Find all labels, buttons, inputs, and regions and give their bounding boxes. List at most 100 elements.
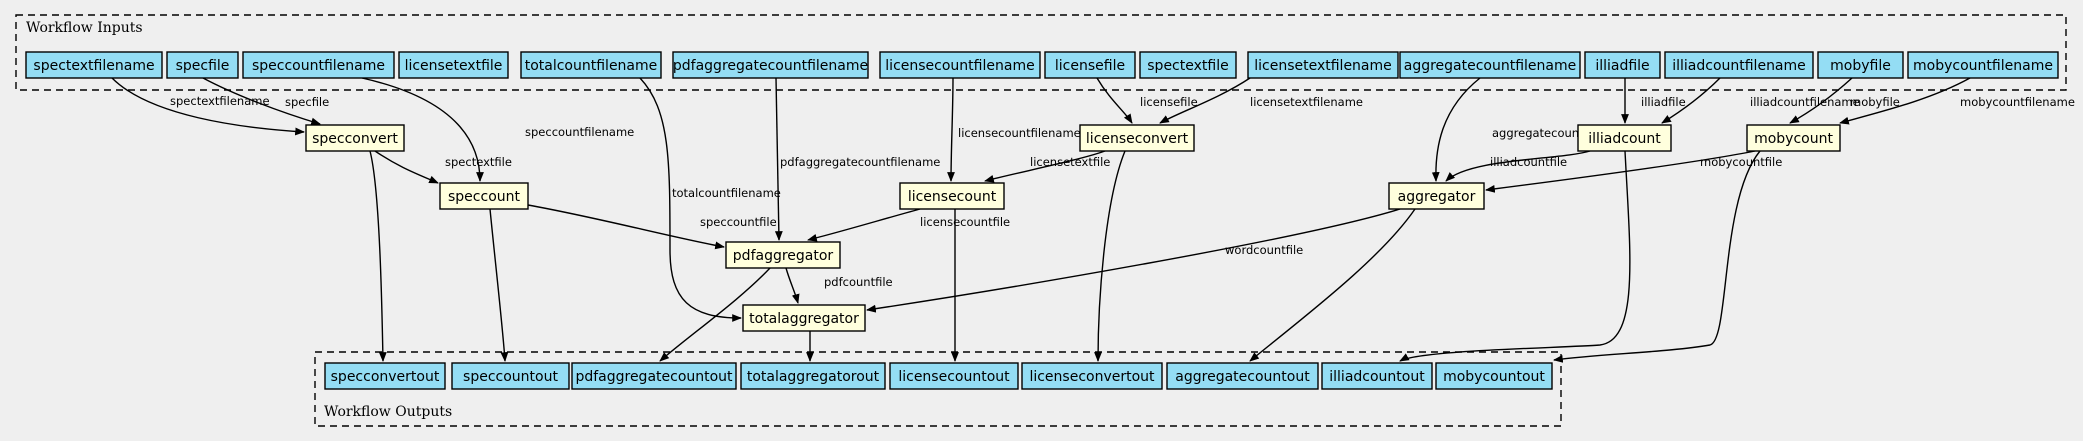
step-node-label: illiadcount — [1588, 131, 1661, 147]
edge-aggregatecountfilename-to-aggregator — [1431, 77, 1481, 182]
edge-aggregator-to-totalaggregator — [866, 208, 1401, 313]
input-node-box — [1139, 51, 1237, 79]
edge-aggregator-to-aggregatecountout — [1249, 208, 1416, 362]
output-node-label: specconvertout — [331, 369, 440, 385]
edge-mobycount-to-mobycountout — [1553, 150, 1761, 363]
edge-mobyfile-to-mobycount — [1789, 77, 1853, 124]
edge-speccount-to-pdfaggregator — [527, 204, 725, 250]
edge-illiadcountfilename-to-illiadcount — [1661, 77, 1721, 124]
input-node-box — [25, 51, 163, 79]
output-node-box — [1166, 362, 1319, 390]
output-node-speccountout: speccountout — [451, 362, 570, 390]
input-node-licensecountfilename: licensecountfilename — [879, 51, 1041, 79]
input-node-box — [520, 51, 662, 79]
edge-speccount-to-speccountout — [489, 208, 509, 362]
input-node-mobyfile: mobyfile — [1817, 51, 1904, 79]
edge-illiadcount-to-illiadcountout — [1399, 150, 1631, 362]
edge-label-illiadfile-to-illiadcount: illiadfile — [1641, 95, 1686, 109]
edge-label-licenseconvert-to-licensecount: licensetextfile — [1030, 155, 1110, 169]
output-node-box — [889, 362, 1019, 390]
step-node-box — [1388, 182, 1485, 210]
step-node-label: speccount — [448, 189, 521, 205]
edge-pdfaggregatecountfilename-to-pdfaggregator — [774, 77, 783, 241]
input-node-box — [1817, 51, 1904, 79]
step-node-box — [305, 124, 405, 152]
step-node-box — [742, 304, 866, 332]
output-node-box — [1021, 362, 1163, 390]
edge-licensecount-to-pdfaggregator — [807, 208, 921, 242]
step-node-speccount: speccount — [439, 182, 529, 210]
edge-label-totalcountfilename-to-totalaggregator: totalcountfilename — [672, 186, 781, 200]
step-node-box — [439, 182, 529, 210]
edge-pdfaggregator-to-pdfaggregatecountout — [659, 267, 771, 362]
step-node-licensecount: licensecount — [899, 182, 1005, 210]
input-node-box — [166, 51, 239, 79]
edge-label-mobycount-to-aggregator: mobycountfile — [1700, 155, 1782, 169]
output-node-aggregatecountout: aggregatecountout — [1166, 362, 1319, 390]
edge-label-illiadcountfilename-to-illiadcount: illiadcountfilename — [1750, 95, 1860, 109]
input-node-label: pdfaggregatecountfilename — [673, 58, 868, 74]
output-node-box — [1435, 362, 1553, 390]
input-node-label: licensecountfilename — [885, 58, 1034, 74]
edge-mobycountfilename-to-mobycount — [1839, 77, 1971, 125]
output-node-box — [571, 362, 737, 390]
edge-label-licensefile-to-licenseconvert: licensefile — [1140, 95, 1198, 109]
edge-label-pdfaggregatecountfilename-to-pdfaggregator: pdfaggregatecountfilename — [780, 155, 940, 169]
input-node-label: specfile — [176, 58, 230, 74]
edge-label-mobycountfilename-to-mobycount: mobycountfilename — [1960, 95, 2075, 109]
edge-label-specconvert-to-speccount: spectextfile — [445, 155, 512, 169]
input-node-box — [1044, 51, 1136, 79]
edge-label-pdfaggregator-to-totalaggregator: pdfcountfile — [824, 275, 893, 289]
output-node-label: pdfaggregatecountout — [575, 369, 733, 385]
edge-label-spectextfilename-to-specconvert: spectextfilename — [170, 94, 270, 108]
step-node-label: specconvert — [312, 131, 398, 147]
input-node-box — [672, 51, 869, 79]
output-node-label: aggregatecountout — [1175, 369, 1310, 385]
output-node-specconvertout: specconvertout — [324, 362, 446, 390]
input-node-box — [242, 51, 395, 79]
input-node-label: mobyfile — [1830, 58, 1891, 74]
output-node-label: licensecountout — [898, 369, 1010, 385]
edge-label-specfile-to-specconvert: specfile — [285, 95, 329, 109]
step-node-illiadcount: illiadcount — [1577, 124, 1672, 152]
input-node-box — [1399, 51, 1581, 79]
output-node-totalaggregatorout: totalaggregatorout — [740, 362, 886, 390]
input-node-licensefile: licensefile — [1044, 51, 1136, 79]
workflow-inputs-cluster — [15, 14, 2067, 91]
output-node-mobycountout: mobycountout — [1435, 362, 1553, 390]
output-node-label: mobycountout — [1443, 369, 1545, 385]
edge-licensecountfilename-to-licensecount — [947, 77, 955, 182]
step-node-totalaggregator: totalaggregator — [742, 304, 866, 332]
input-node-specfile: specfile — [166, 51, 239, 79]
edge-illiadcount-to-aggregator — [1445, 150, 1591, 182]
input-node-illiadcountfilename: illiadcountfilename — [1664, 51, 1814, 79]
edge-label-illiadcount-to-aggregator: illiadcountfile — [1490, 155, 1567, 169]
input-node-mobycountfilename: mobycountfilename — [1907, 51, 2059, 79]
step-node-box — [725, 241, 841, 269]
input-node-label: totalcountfilename — [525, 58, 658, 74]
input-node-box — [1664, 51, 1814, 79]
input-node-totalcountfilename: totalcountfilename — [520, 51, 662, 79]
output-node-box — [451, 362, 570, 390]
edge-label-licensecountfilename-to-licensecount: licensecountfilename — [958, 126, 1081, 140]
output-node-label: illiadcountout — [1329, 369, 1425, 385]
output-node-illiadcountout: illiadcountout — [1321, 362, 1433, 390]
edge-label-mobyfile-to-mobycount: mobyfile — [1850, 95, 1900, 109]
output-node-licenseconvertout: licenseconvertout — [1021, 362, 1163, 390]
input-node-label: speccountfilename — [252, 58, 385, 74]
input-node-pdfaggregatecountfilename: pdfaggregatecountfilename — [672, 51, 869, 79]
input-node-spectextfilename: spectextfilename — [25, 51, 163, 79]
step-node-box — [899, 182, 1005, 210]
input-node-box — [1584, 51, 1661, 79]
step-node-specconvert: specconvert — [305, 124, 405, 152]
edge-licensetextfilename-to-licenseconvert — [1159, 77, 1251, 124]
output-node-pdfaggregatecountout: pdfaggregatecountout — [571, 362, 737, 390]
input-node-label: licensetextfile — [405, 58, 503, 74]
edge-label-licensecount-to-pdfaggregator: licensecountfile — [920, 215, 1010, 229]
step-node-label: aggregator — [1398, 189, 1476, 205]
edge-specconvert-to-speccount — [374, 150, 439, 184]
edge-specconvert-to-specconvertout — [369, 150, 387, 362]
output-node-box — [1321, 362, 1433, 390]
edge-licenseconvert-to-licenseconvertout — [1094, 150, 1126, 362]
